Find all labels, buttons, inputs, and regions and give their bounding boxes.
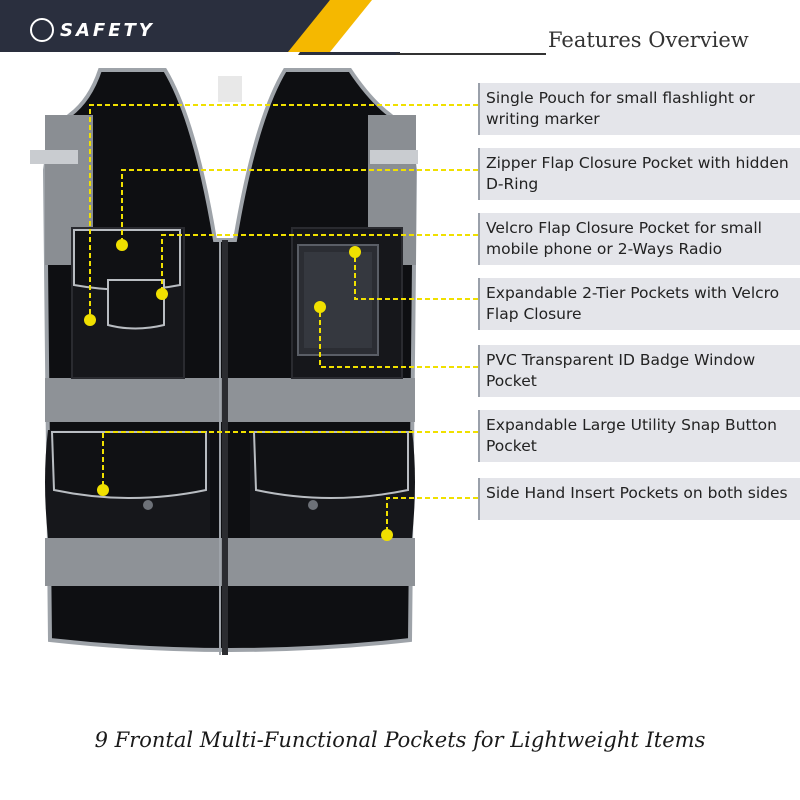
bottom-caption: 9 Frontal Multi-Functional Pockets for L… (94, 728, 706, 752)
feature-side-hand-pockets: Side Hand Insert Pockets on both sides (478, 478, 800, 520)
feature-2-tier-pockets: Expandable 2-Tier Pockets with Velcro Fl… (478, 278, 800, 330)
feature-id-badge-pocket: PVC Transparent ID Badge Window Pocket (478, 345, 800, 397)
feature-zipper-flap-pocket: Zipper Flap Closure Pocket with hidden D… (478, 148, 800, 200)
header-banner (0, 0, 400, 55)
brand-logo-text: SAFETY (60, 20, 155, 41)
brand-logo-icon (30, 18, 54, 42)
feature-single-pouch: Single Pouch for small flashlight or wri… (478, 83, 800, 135)
feature-velcro-flap-pocket: Velcro Flap Closure Pocket for small mob… (478, 213, 800, 265)
title-underline (396, 53, 546, 55)
feature-utility-snap-pocket: Expandable Large Utility Snap Button Poc… (478, 410, 800, 462)
page-title: Features Overview (548, 28, 749, 52)
safety-vest-image (30, 68, 418, 655)
